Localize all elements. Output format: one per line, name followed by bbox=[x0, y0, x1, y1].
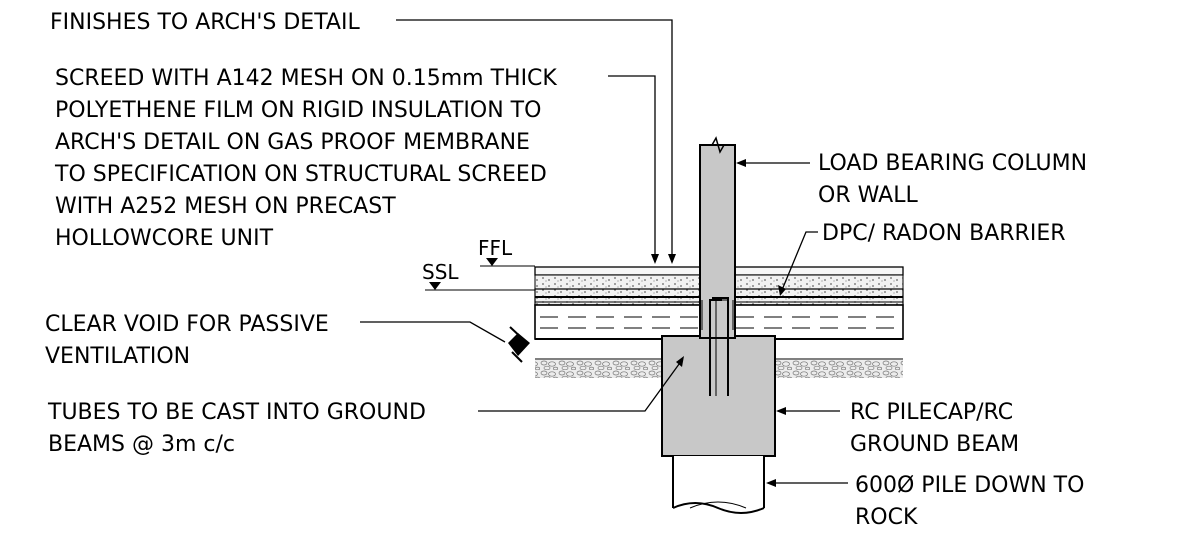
pile bbox=[672, 456, 765, 514]
void-leader bbox=[360, 321, 506, 343]
svg-text:TUBES TO BE CAST INTO GROUND: TUBES TO BE CAST INTO GROUND bbox=[47, 400, 426, 425]
pilecap-label: RC PILECAP/RC GROUND BEAM bbox=[850, 400, 1019, 457]
svg-text:ARCH'S DETAIL ON GAS PROOF MEM: ARCH'S DETAIL ON GAS PROOF MEMBRANE bbox=[55, 130, 530, 155]
svg-text:POLYETHENE FILM ON RIGID INSUL: POLYETHENE FILM ON RIGID INSULATION TO bbox=[55, 98, 541, 123]
finishes-leader bbox=[396, 19, 673, 262]
ssl-marker bbox=[429, 282, 441, 290]
ffl-label: FFL bbox=[478, 236, 513, 260]
svg-text:TO SPECIFICATION ON STRUCTURAL: TO SPECIFICATION ON STRUCTURAL SCREED bbox=[54, 162, 547, 187]
column bbox=[699, 136, 736, 339]
finishes-label: FINISHES TO ARCH'S DETAIL bbox=[50, 10, 360, 35]
svg-text:GROUND BEAM: GROUND BEAM bbox=[850, 432, 1019, 457]
svg-text:OR WALL: OR WALL bbox=[818, 183, 918, 208]
tubes-leader bbox=[478, 359, 683, 412]
ssl-label: SSL bbox=[422, 260, 459, 284]
dpc-label: DPC/ RADON BARRIER bbox=[822, 221, 1066, 246]
pile-cap bbox=[661, 335, 776, 457]
column-label: LOAD BEARING COLUMN OR WALL bbox=[818, 151, 1087, 208]
svg-text:VENTILATION: VENTILATION bbox=[45, 344, 190, 369]
screed-label: SCREED WITH A142 MESH ON 0.15mm THICK PO… bbox=[54, 66, 557, 251]
svg-text:600Ø PILE DOWN TO: 600Ø PILE DOWN TO bbox=[855, 473, 1084, 498]
screed-leader bbox=[608, 75, 656, 262]
svg-text:HOLLOWCORE UNIT: HOLLOWCORE UNIT bbox=[55, 226, 274, 251]
svg-text:LOAD BEARING COLUMN: LOAD BEARING COLUMN bbox=[818, 151, 1087, 176]
svg-text:SCREED WITH A142 MESH ON 0.15m: SCREED WITH A142 MESH ON 0.15mm THICK bbox=[55, 66, 557, 91]
void-vent-symbol bbox=[508, 326, 530, 363]
svg-text:ROCK: ROCK bbox=[855, 505, 918, 530]
pile-label: 600Ø PILE DOWN TO ROCK bbox=[855, 473, 1084, 530]
svg-text:CLEAR VOID FOR PASSIVE: CLEAR VOID FOR PASSIVE bbox=[45, 312, 329, 337]
void-label: CLEAR VOID FOR PASSIVE VENTILATION bbox=[45, 312, 329, 369]
ffl-marker bbox=[480, 258, 535, 267]
starter-bars bbox=[701, 297, 734, 396]
dpc-leader bbox=[781, 231, 818, 291]
svg-text:RC PILECAP/RC: RC PILECAP/RC bbox=[850, 400, 1013, 425]
svg-text:WITH A252 MESH ON PRECAST: WITH A252 MESH ON PRECAST bbox=[55, 194, 396, 219]
svg-text:BEAMS @ 3m c/c: BEAMS @ 3m c/c bbox=[48, 432, 235, 457]
tubes-label: TUBES TO BE CAST INTO GROUND BEAMS @ 3m … bbox=[47, 400, 426, 457]
